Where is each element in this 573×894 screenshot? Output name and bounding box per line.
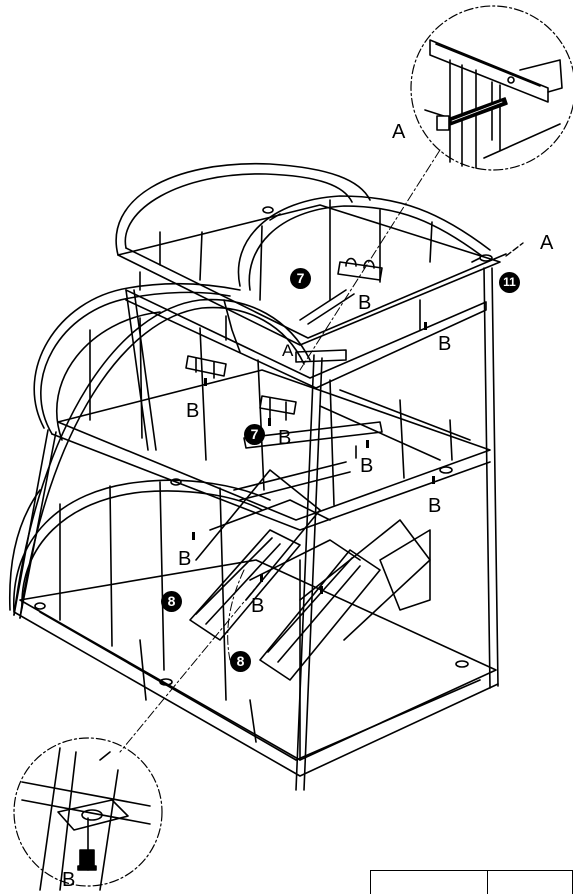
label-b-4: B xyxy=(278,427,292,449)
label-b-6: B xyxy=(428,495,442,517)
part-number-8-right: 8 xyxy=(230,651,251,672)
frame-posts xyxy=(13,267,499,791)
detail-circle-a xyxy=(410,5,573,171)
label-b-8: B xyxy=(251,595,265,617)
label-b-2: B xyxy=(438,333,452,355)
label-a-detail: A xyxy=(392,121,406,143)
label-b-detail: B xyxy=(62,869,76,891)
middle-tier xyxy=(33,282,491,531)
label-a-rack: A xyxy=(540,232,554,254)
label-a-center: A xyxy=(282,341,294,360)
arch-rods xyxy=(8,298,311,619)
label-b-7: B xyxy=(178,548,192,570)
detail-circle-b xyxy=(13,737,163,891)
screws xyxy=(192,322,435,594)
parts-table xyxy=(370,870,573,894)
part-number-11: 11 xyxy=(499,272,520,293)
brackets xyxy=(185,257,383,501)
part-number-8-left: 8 xyxy=(161,591,182,612)
part-number-7-middle: 7 xyxy=(244,424,265,445)
table-divider xyxy=(487,871,488,894)
part-number-7-top: 7 xyxy=(290,268,311,289)
label-b-3: B xyxy=(186,400,200,422)
label-b-5: B xyxy=(360,455,374,477)
top-tier xyxy=(115,162,507,389)
bottom-tier xyxy=(13,479,499,777)
baskets xyxy=(189,469,431,681)
label-b-1: B xyxy=(358,292,372,314)
